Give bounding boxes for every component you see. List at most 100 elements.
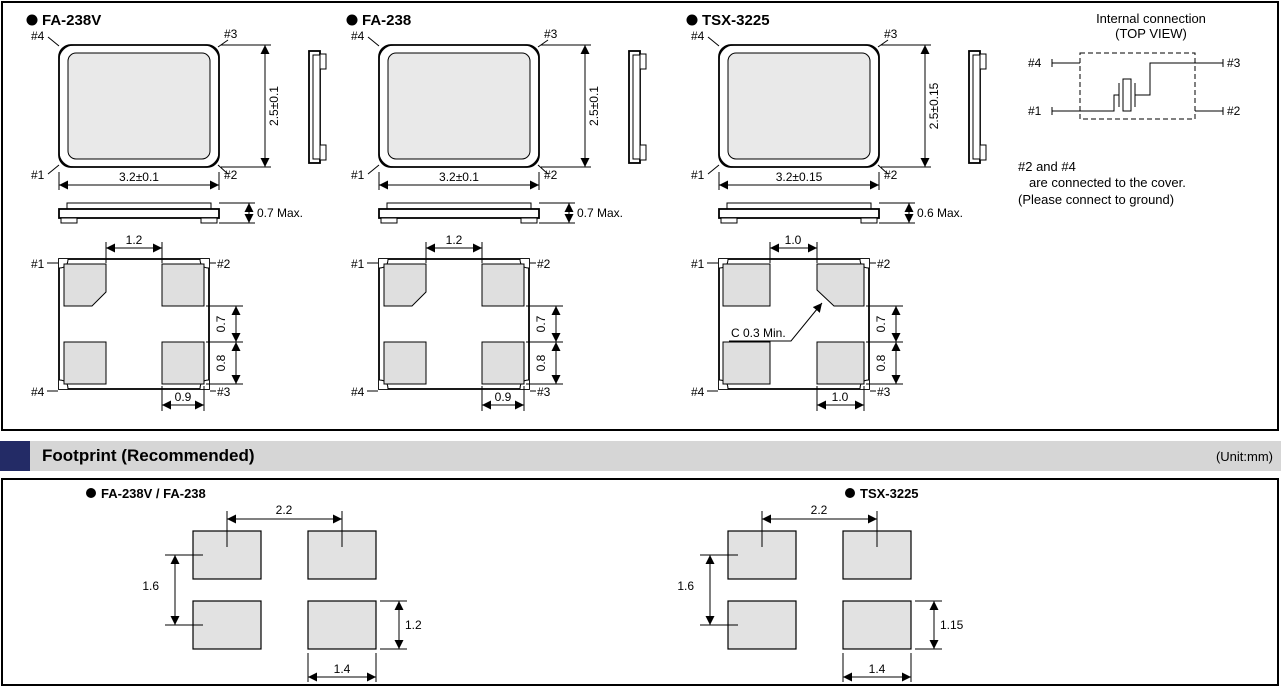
chamfer-note: C 0.3 Min.	[731, 326, 786, 340]
dimension-value: 0.7 Max.	[577, 206, 623, 220]
pin-label: #3	[224, 27, 238, 41]
bottom-view: #1 #2 #4 #3	[31, 257, 231, 399]
pad-3	[481, 341, 525, 385]
bottom-view: #1 #2 #4 #3	[351, 257, 551, 399]
diagram-title: Internal connection	[1096, 11, 1206, 26]
dimension-value: 0.7	[214, 315, 228, 332]
dimension-value: 2.5±0.15	[927, 82, 941, 129]
land-pad	[192, 600, 262, 650]
dimension-value: 2.2	[811, 503, 828, 517]
pad-1	[63, 263, 107, 307]
side-view	[308, 50, 327, 164]
side-view	[968, 50, 987, 164]
pin-label: #2	[1227, 104, 1241, 118]
land-pad	[842, 600, 912, 650]
dimension-value: 1.4	[334, 662, 351, 676]
external-dimensions-panel: FA-238V #4 #3 #1 #2	[1, 1, 1279, 431]
pin-label: #1	[351, 168, 365, 182]
package-name: FA-238V	[42, 12, 101, 29]
pad-height-dimension: 1.15	[915, 600, 964, 650]
height-dimension: 2.5±0.15	[881, 44, 941, 168]
internal-connection-block: Internal connection (TOP VIEW) #4 #3 #1 …	[1018, 9, 1280, 208]
pin-label: #1	[31, 168, 45, 182]
dimension-value: 2.2	[276, 503, 293, 517]
package-drawing-tsx-3225: TSX-3225 #4 #3 #1 #2	[686, 12, 987, 411]
profile-view	[718, 202, 880, 224]
bullet-icon	[346, 14, 358, 26]
side-view	[628, 50, 647, 164]
dimension-value: 3.2±0.15	[776, 170, 823, 184]
pin-label: #4	[31, 385, 45, 399]
pin-label: #2	[537, 257, 551, 271]
dimension-value: 2.5±0.1	[267, 86, 281, 126]
pin-label: #3	[877, 385, 891, 399]
pad-3	[816, 341, 865, 385]
pin-label: #4	[691, 29, 705, 43]
pad-height-dimension: 1.2	[380, 600, 422, 650]
pin-label: #4	[31, 29, 45, 43]
dimension-value: 1.6	[677, 579, 694, 593]
package-drawing-fa-238v: FA-238V #4 #3 #1 #2	[26, 12, 327, 411]
pad-width-dimension: 1.4	[307, 653, 377, 682]
height-dimension: 2.5±0.1	[221, 44, 281, 168]
bottom-view: #1 #2 #4 #3 C 0.3 Min.	[691, 257, 891, 399]
bullet-icon	[845, 488, 855, 498]
pad-2	[816, 263, 865, 307]
pin-label: #3	[1227, 56, 1241, 70]
dimension-value: 2.5±0.1	[587, 86, 601, 126]
pad-2	[481, 263, 525, 307]
height-dimension: 2.5±0.1	[541, 44, 601, 168]
profile-view	[58, 202, 220, 224]
pitch-x-dimension: 2.2	[226, 503, 343, 547]
bottom-dimensions: 1.2 0.7 0.8 0.9	[425, 233, 563, 411]
section-marker-icon	[0, 441, 30, 471]
pin-label: #4	[351, 29, 365, 43]
pad-4	[722, 341, 771, 385]
dimension-value: 1.15	[940, 618, 964, 632]
package-name: TSX-3225	[702, 12, 770, 29]
pin-label: #2	[217, 257, 231, 271]
pad-1	[383, 263, 427, 307]
profile-view	[378, 202, 540, 224]
package-title: TSX-3225	[686, 12, 770, 29]
package-drawing-fa-238: FA-238 #4 #3 #1 #2	[346, 12, 647, 411]
note-line-3: (Please connect to ground)	[1018, 191, 1175, 207]
dimension-value: 1.4	[869, 662, 886, 676]
pitch-y-dimension: 1.6	[142, 554, 203, 626]
unit-label: (Unit:mm)	[1215, 448, 1273, 464]
pin-label: #3	[544, 27, 558, 41]
bottom-dimensions: 1.2 0.7 0.8 0.9	[105, 233, 243, 411]
dimension-value: 1.2	[405, 618, 422, 632]
pin-label: #1	[691, 168, 705, 182]
footprint-section-header: Footprint (Recommended) (Unit:mm)	[0, 441, 1281, 471]
bottom-dimensions: 1.0 0.7 0.8 1.0	[769, 233, 903, 411]
note-line-1: #2 and #4	[1018, 159, 1076, 174]
pad-1	[722, 263, 771, 307]
dimension-value: 1.6	[142, 579, 159, 593]
pin-label: #3	[217, 385, 231, 399]
package-name: FA-238	[362, 12, 411, 29]
dimension-value: 0.8	[214, 354, 228, 371]
pin-label: #4	[1028, 56, 1042, 70]
package-title: FA-238V	[26, 12, 101, 29]
pin-label: #4	[351, 385, 365, 399]
pin-label: #1	[1028, 104, 1042, 118]
dimension-value: 1.0	[832, 390, 849, 404]
crystal-symbol-icon	[1118, 78, 1136, 112]
cover-outline	[1079, 52, 1196, 120]
bullet-icon	[86, 488, 96, 498]
footprint-drawing-fa: FA-238V / FA-238 2.2 1.6 1.2	[86, 486, 422, 682]
profile-height-dimension: 0.7 Max.	[219, 202, 303, 224]
profile-height-dimension: 0.7 Max.	[539, 202, 623, 224]
pad-width-dimension: 1.4	[842, 653, 912, 682]
cover-connection-note: #2 and #4 are connected to the cover. (P…	[1018, 159, 1280, 208]
width-dimension: 3.2±0.15	[718, 170, 880, 190]
footprint-name: FA-238V / FA-238	[101, 486, 206, 501]
dimension-value: 1.0	[785, 233, 802, 247]
footprint-name: TSX-3225	[860, 486, 919, 501]
land-pad	[727, 600, 797, 650]
package-title: FA-238	[346, 12, 411, 29]
section-title: Footprint (Recommended)	[42, 446, 255, 465]
dimension-value: 0.7	[874, 315, 888, 332]
pin-label: #1	[351, 257, 365, 271]
